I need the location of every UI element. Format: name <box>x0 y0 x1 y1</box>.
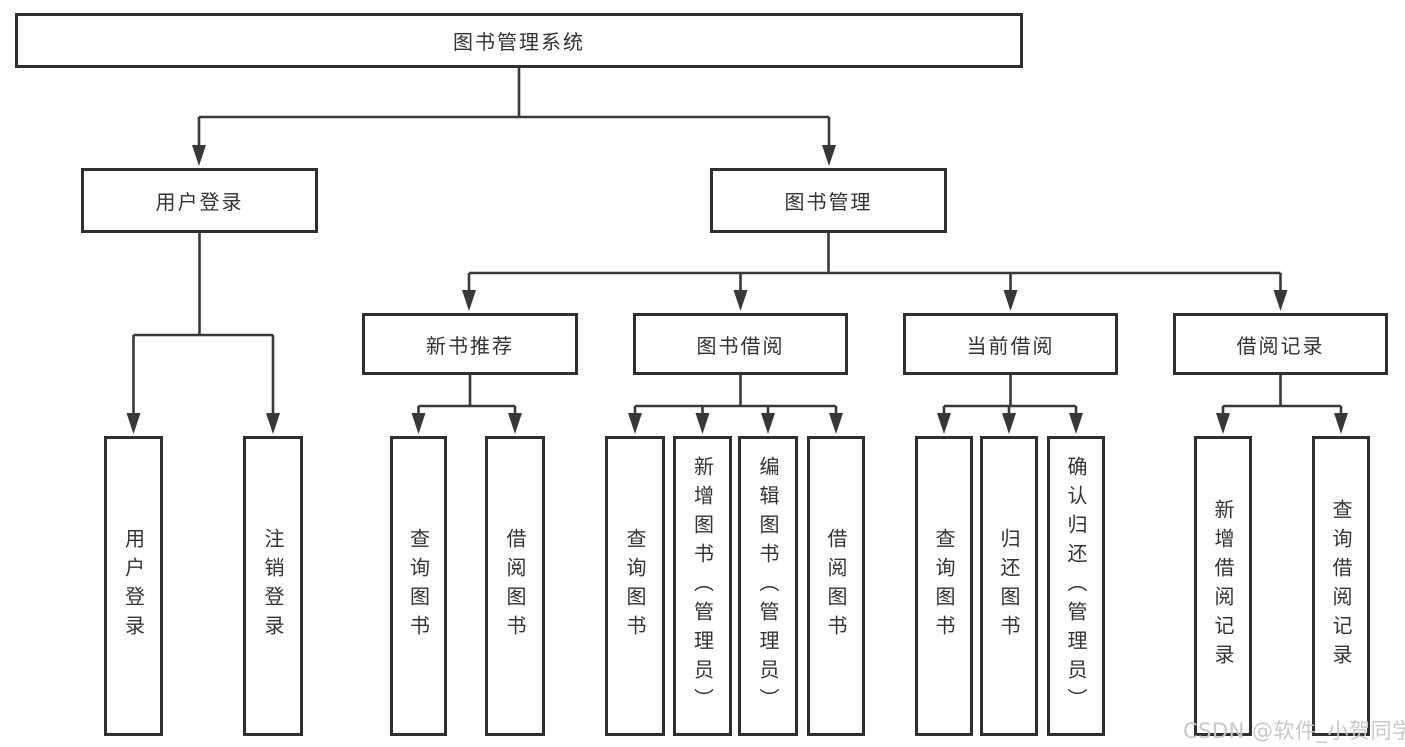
connector-current-borrow-to-leaves <box>942 375 1078 416</box>
node-book-management: 图书管理 <box>710 168 947 233</box>
connector-book-mgmt-to-level3 <box>467 233 1282 292</box>
node-borrowing-records: 借阅记录 <box>1173 313 1388 375</box>
arrowheads <box>126 145 1348 434</box>
leaf-query-books-recommend: 查询图书 <box>390 436 447 736</box>
leaf-query-books-current: 查询图书 <box>915 436 973 736</box>
node-book-borrowing: 图书借阅 <box>633 313 848 375</box>
leaf-logout: 注销登录 <box>243 436 303 736</box>
leaf-edit-books-admin: 编辑图书（管理员） <box>738 436 798 736</box>
leaf-add-borrow-record: 新增借阅记录 <box>1194 436 1252 736</box>
leaf-return-books: 归还图书 <box>980 436 1038 736</box>
node-new-book-recommendation: 新书推荐 <box>362 313 578 375</box>
connector-borrow-records-to-leaves <box>1221 375 1343 416</box>
connector-book-borrow-to-leaves <box>633 375 838 416</box>
leaf-query-borrow-record: 查询借阅记录 <box>1312 436 1370 736</box>
leaf-user-login: 用户登录 <box>104 436 163 736</box>
connector-user-login-to-leaves <box>132 233 275 416</box>
leaf-borrow-books-recommend: 借阅图书 <box>485 436 545 736</box>
node-current-borrowing: 当前借阅 <box>903 313 1118 375</box>
leaf-confirm-return-admin: 确认归还（管理员） <box>1047 436 1105 736</box>
node-user-login: 用户登录 <box>81 168 318 233</box>
connector-root-to-level2 <box>197 68 831 147</box>
leaf-query-books-borrowing: 查询图书 <box>605 436 665 736</box>
connector-new-book-to-leaves <box>417 375 517 416</box>
csdn-watermark: CSDN @软件_小贺同学 <box>1183 719 1405 743</box>
leaf-add-books-admin: 新增图书（管理员） <box>673 436 732 736</box>
leaf-borrow-books-borrowing: 借阅图书 <box>807 436 865 736</box>
node-library-management-system: 图书管理系统 <box>15 13 1023 68</box>
